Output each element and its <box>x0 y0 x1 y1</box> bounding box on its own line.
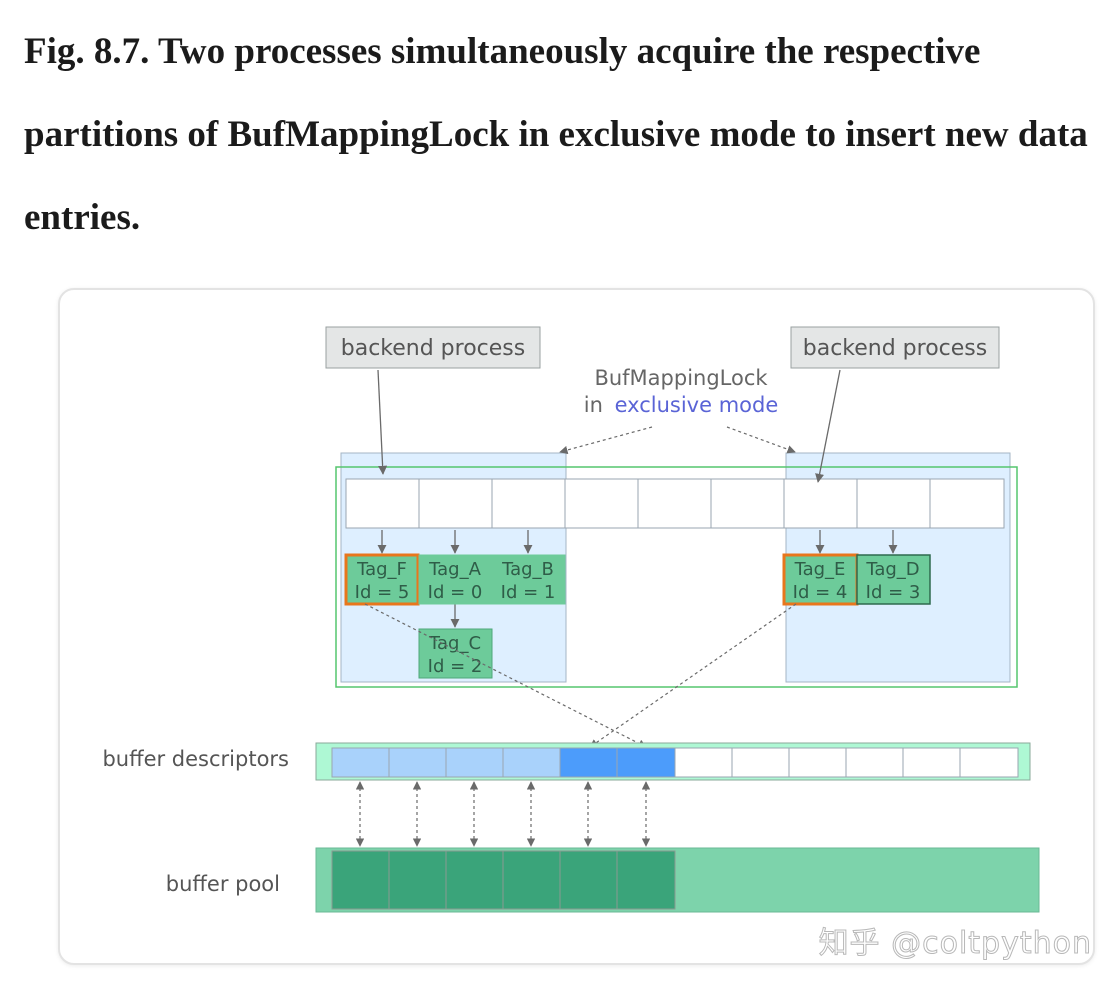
entry-tag-b: Tag_B Id = 1 <box>491 554 566 605</box>
entry-tag-c: Tag_C Id = 2 <box>418 628 493 679</box>
buffer-page <box>331 850 390 910</box>
buffer-descriptors-label: buffer descriptors <box>102 747 289 771</box>
buffer-page <box>616 850 676 910</box>
descriptor-cell <box>559 747 618 778</box>
descriptor-cell <box>674 747 733 778</box>
lock-arrow-right <box>726 426 796 454</box>
descriptor-cells <box>331 747 1019 778</box>
backend-label: backend process <box>341 336 525 361</box>
entry-id: Id = 1 <box>501 582 556 603</box>
lock-mode-label: in exclusive mode <box>584 393 779 417</box>
descriptor-cell <box>388 747 447 778</box>
entry-id: Id = 5 <box>355 582 410 603</box>
figure-caption: Fig. 8.7. Two processes simultaneously a… <box>24 31 1088 238</box>
descriptor-cell <box>845 747 904 778</box>
watermark: 知乎 @coltpython <box>818 926 1092 962</box>
slot-arrows <box>377 530 898 628</box>
entry-id: Id = 3 <box>866 582 921 603</box>
descriptor-cell <box>731 747 790 778</box>
entry-tag: Tag_E <box>794 559 846 580</box>
lock-arrow-left <box>559 426 653 455</box>
backend-left-arrow <box>377 369 388 475</box>
entry-id: Id = 0 <box>428 582 483 603</box>
descriptor-pool-links <box>355 781 651 847</box>
hash-slots <box>345 478 1005 529</box>
entry-tag-e: Tag_E Id = 4 <box>782 553 859 606</box>
buffer-page <box>502 850 561 910</box>
backend-process-left: backend process <box>325 326 541 369</box>
hash-slot <box>491 478 566 529</box>
descriptor-cell <box>616 747 676 778</box>
descriptor-cell <box>502 747 561 778</box>
buffer-page <box>388 850 447 910</box>
hash-slot <box>637 478 712 529</box>
entry-tag: Tag_C <box>428 633 481 654</box>
backend-right-arrow <box>815 369 841 483</box>
buffer-page <box>559 850 618 910</box>
entry-tag: Tag_A <box>428 559 481 580</box>
hash-slot <box>564 478 639 529</box>
backend-process-right: backend process <box>790 326 1000 369</box>
entry-tag-a: Tag_A Id = 0 <box>418 554 493 605</box>
entry-tag-f: Tag_F Id = 5 <box>344 553 420 606</box>
entry-e-to-descriptor <box>589 603 797 748</box>
entry-id: Id = 4 <box>793 582 848 603</box>
descriptor-cell <box>331 747 390 778</box>
buffer-pool-label: buffer pool <box>166 872 280 896</box>
lock-mode-word: exclusive mode <box>615 393 779 417</box>
descriptor-cell <box>959 747 1019 778</box>
entry-tag: Tag_D <box>865 559 919 580</box>
entry-tag-d: Tag_D Id = 3 <box>856 554 931 605</box>
entry-tag: Tag_B <box>501 559 554 580</box>
hash-slot <box>418 478 493 529</box>
hash-slot <box>856 478 931 529</box>
lock-in-word: in <box>584 393 603 417</box>
descriptor-cell <box>902 747 961 778</box>
entry-id: Id = 2 <box>428 656 483 677</box>
descriptor-cell <box>788 747 847 778</box>
hash-slot <box>710 478 785 529</box>
hash-slot <box>345 478 420 529</box>
lock-label: BufMappingLock <box>594 366 768 390</box>
descriptor-cell <box>445 747 504 778</box>
buffer-pool-pages <box>331 850 676 910</box>
entry-tag: Tag_F <box>356 559 407 580</box>
hash-slot <box>929 478 1005 529</box>
hash-slot <box>783 478 858 529</box>
backend-label: backend process <box>803 336 987 361</box>
entry-f-to-descriptor <box>364 603 647 748</box>
buffer-page <box>445 850 504 910</box>
